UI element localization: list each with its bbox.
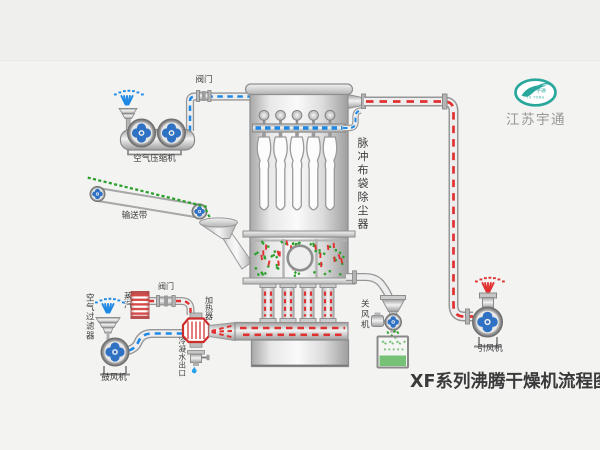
conveyor-belt: [87, 176, 216, 235]
collection-container: [376, 329, 409, 369]
valve-top-icon: [196, 90, 212, 102]
airlock-motor: [371, 315, 384, 327]
label-heater: 加热器: [204, 296, 214, 320]
pipe-flange: [465, 308, 470, 325]
label-air-filter: 空气过滤器: [84, 293, 95, 341]
tower-lid: [244, 83, 354, 96]
discharge-pipe: [346, 270, 394, 300]
feed-hopper: [199, 217, 253, 270]
air-compressor: [114, 89, 196, 156]
filter-bags: [256, 136, 338, 211]
brand-name: 江苏宇通: [506, 112, 566, 128]
induced-draft-fan: [471, 276, 505, 348]
exhaust-spray-icon: [475, 276, 505, 293]
fluidized-bed-chamber: [249, 236, 349, 280]
compressor-fan-icon: [127, 118, 156, 148]
induced-fan-icon: [471, 306, 504, 338]
pipe-flange: [442, 93, 448, 110]
label-blower: 鼓风机: [101, 372, 127, 383]
air-spray-icon: [114, 89, 144, 106]
logo-badge-en: YU TONG: [526, 96, 544, 100]
sight-glass-icon: [286, 244, 314, 272]
logo-badge-zh: 宇通: [536, 87, 546, 94]
pulse-nozzles: [258, 109, 336, 137]
label-steam: 蒸汽: [123, 291, 133, 309]
hot-air-distributor: [208, 321, 349, 342]
label-air-compressor: 空气压缩机: [133, 154, 176, 164]
label-condensate-outlet: 冷凝水出口: [177, 336, 187, 377]
air-spray-icon: [95, 297, 125, 314]
valve-bottom-icon: [156, 295, 176, 307]
rotary-airlock: [371, 295, 406, 333]
heater: [181, 312, 211, 348]
compressor-fan-icon: [157, 118, 186, 148]
exhaust-duct: [364, 93, 473, 325]
tower-base: [250, 339, 350, 368]
bag-filter-housing: [249, 92, 349, 233]
condensate-valve: [187, 350, 210, 374]
air-filter: [95, 297, 125, 340]
label-dust-collector: 脉冲布袋除尘器: [356, 137, 369, 232]
steam-pipe: [149, 297, 195, 315]
product-discharge: [381, 329, 407, 351]
blower: [100, 337, 130, 376]
rotary-valve-icon: [384, 313, 402, 331]
label-induced-fan: 引风机: [477, 343, 503, 354]
steam-header: [130, 291, 150, 319]
tower-flange: [242, 230, 356, 238]
tower-flange: [242, 277, 356, 285]
air-distribution-columns: [259, 283, 337, 323]
logo-swoosh-icon: [521, 85, 547, 97]
label-conveyor: 输送带: [121, 211, 148, 221]
compressed-air-pipe: [185, 92, 250, 131]
logo-badge: 宇通 YU TONG: [514, 78, 557, 107]
label-rotary-airlock: 关风机: [359, 298, 370, 331]
pipe-flange: [352, 270, 357, 284]
diagram-title: XF系列沸腾干燥机流程图: [410, 372, 600, 392]
label-valve-top: 阀门: [195, 74, 213, 85]
pulse-air-loop: [343, 107, 362, 132]
top-band: [0, 0, 600, 61]
blower-fan-icon: [100, 337, 130, 367]
conveyor-pulley-icon: [89, 186, 106, 202]
exhaust-outlet-nozzle: [347, 93, 363, 110]
label-valve-bottom: 阀门: [158, 282, 174, 291]
